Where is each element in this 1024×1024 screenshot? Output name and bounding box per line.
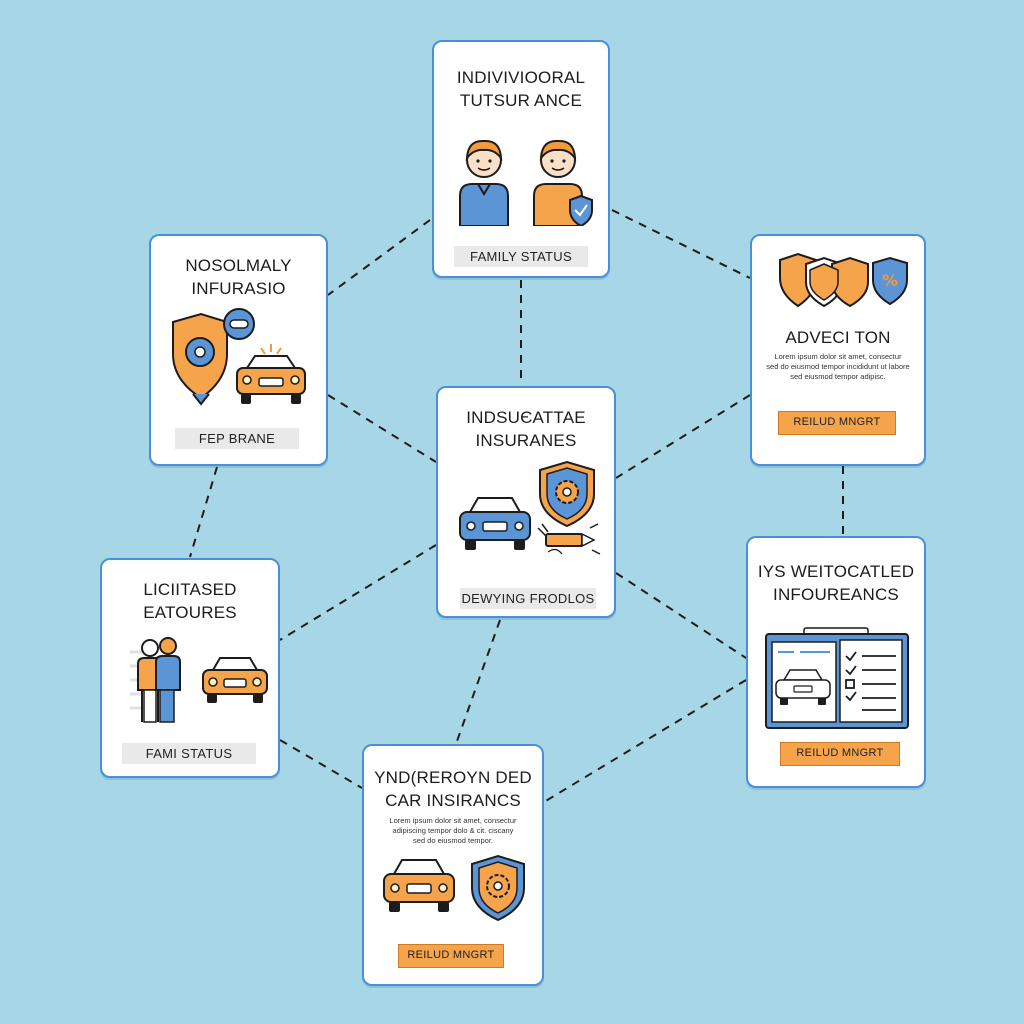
card-iys-weitocatled[interactable]: IYS WEITOCATLED INFOUREANCS (746, 536, 926, 788)
card-title: LICIITASED EATOURES (143, 580, 237, 622)
car-icon (236, 344, 306, 404)
shield-percent-icon: % (872, 256, 908, 306)
policy-document-icon (765, 627, 909, 729)
status-tag: FAMILY STATUS (454, 246, 588, 267)
read-more-button[interactable]: REILUD MNGRT (778, 411, 896, 435)
card-title: NOSOLMALY INFURASIO (185, 256, 292, 298)
card-nosolmaly-infurasio[interactable]: NOSOLMALY INFURASIO FEP BRANE (149, 234, 328, 466)
person-with-shield-icon (533, 139, 593, 226)
connector-leftupper-leftlower (189, 466, 218, 558)
card-title: INDSUЄATTAE INSURANES (466, 408, 586, 450)
connector-leftlower-bottom (279, 739, 363, 789)
card-description: Lorem ipsum dolor sit amet, consectur ad… (389, 816, 517, 845)
car-icon (202, 657, 268, 703)
card-title: IYS WEITOCATLED INFOUREANCS (757, 562, 915, 604)
checklist-icon (845, 651, 896, 711)
card-center-insurance[interactable]: INDSUЄATTAE INSURANES DEWYING FRODLOS (436, 386, 616, 618)
shield-icon (779, 252, 869, 308)
shield-gear-icon (539, 460, 595, 528)
connector-top-right (611, 209, 751, 279)
read-more-button[interactable]: REILUD MNGRT (780, 742, 900, 766)
card-title: ADVECI TON (785, 328, 891, 347)
shield-gear-icon (471, 854, 525, 922)
car-icon (459, 497, 531, 550)
car-icon (383, 859, 455, 912)
card-description: Lorem ipsum dolor sit amet, consectur se… (766, 352, 910, 381)
card-title: INDIVIVIOORAL TUTSUR ANCE (456, 68, 586, 110)
connector-top-left (327, 219, 431, 296)
connector-center-leftlower (279, 544, 437, 641)
person-icon (459, 139, 509, 226)
pen-icon (537, 523, 601, 555)
connector-rightupper-center (615, 394, 751, 479)
connector-leftupper-center (327, 394, 437, 463)
card-car-insurance[interactable]: YND(REROYN DED CAR INSIRANCS Lorem ipsum… (362, 744, 544, 986)
family-icon (130, 637, 181, 723)
card-individual-insurance[interactable]: INDIVIVIOORAL TUTSUR ANCE FAMILY STATUS (432, 40, 610, 278)
status-tag: FAMI STATUS (122, 743, 256, 764)
card-title: YND(REROYN DED CAR INSIRANCS (374, 768, 532, 810)
connector-center-bottom (455, 619, 501, 745)
read-more-button[interactable]: REILUD MNGRT (398, 944, 504, 968)
connector-center-rightlower (615, 572, 747, 659)
shield-gear-icon (172, 308, 255, 406)
car-icon (775, 669, 831, 705)
svg-text:%: % (882, 271, 898, 290)
status-tag: DEWYING FRODLOS (460, 588, 596, 609)
status-tag: FEP BRANE (175, 428, 299, 449)
card-licitased-eatoures[interactable]: LICIITASED EATOURES FAMI S (100, 558, 280, 778)
card-advecition[interactable]: % ADVECI TON Lorem ipsum dolor sit amet,… (750, 234, 926, 466)
connector-rightlower-bottom (543, 679, 747, 803)
